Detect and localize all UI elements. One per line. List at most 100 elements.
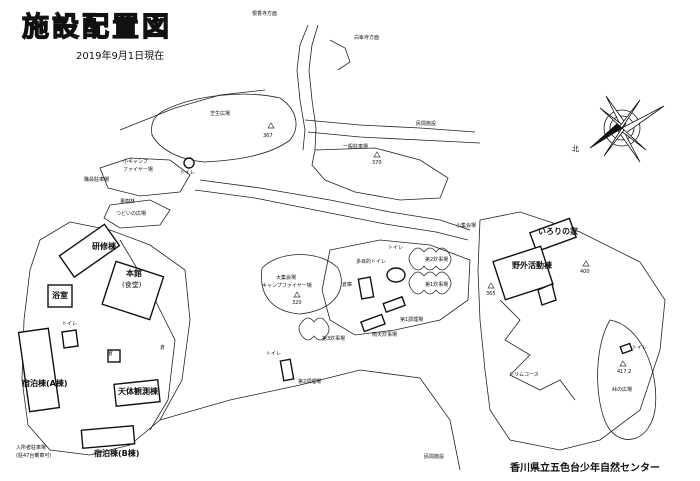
label-toilet-5: トイレ — [632, 345, 648, 351]
road-north — [296, 24, 309, 151]
label-ko2: 倉 — [160, 345, 166, 351]
compass-rose — [589, 95, 665, 163]
road-main-2 — [194, 189, 469, 241]
road-main — [199, 179, 471, 231]
label-irori: いろりの家 — [538, 227, 578, 236]
label-toilet-3: トイレ — [388, 245, 404, 251]
elevation-6: 417.2 — [617, 369, 632, 375]
peak-5 — [582, 260, 590, 267]
label-suijiba3: 第3炊事場 — [322, 336, 346, 342]
label-yokushitsu: 浴室 — [52, 291, 68, 300]
elevation-5: 400 — [580, 269, 590, 275]
bldg-shukuhaku-b-shape — [80, 425, 136, 449]
road-branch-east — [329, 39, 351, 71]
bldg-honkan-shape — [101, 260, 165, 321]
bldg-yagai-shape — [492, 245, 554, 301]
label-suijiba2: 第2炊事場 — [425, 257, 449, 263]
road-north-2 — [308, 24, 319, 151]
peak-2 — [373, 151, 381, 158]
label-shukuhaku-b: 宿泊棟(B棟) — [94, 449, 140, 458]
suijiba3-cloud — [298, 317, 330, 341]
label-entrance-parking-2: (駐47台乗車可) — [16, 453, 52, 459]
elevation-2: 370 — [372, 160, 382, 166]
label-small-camp: 小キャンプ — [123, 159, 148, 165]
peak-1 — [267, 122, 275, 129]
label-shibafu: 芝生広場 — [210, 111, 231, 117]
mine-plaza-outline — [597, 319, 657, 440]
east-ridge-outline — [477, 211, 666, 451]
label-small-camp-fire: ファイヤー場 — [123, 167, 153, 173]
peak-6 — [619, 360, 627, 367]
cooking-area-outline — [321, 239, 471, 336]
bldg-kenshu-shape — [58, 223, 121, 279]
label-honkan-sub: (食堂) — [122, 281, 142, 289]
road-east — [304, 119, 476, 133]
compass-north-label: 北 — [572, 145, 579, 153]
label-toilet-2: トイレ — [62, 321, 78, 327]
bldg-ko-shape — [107, 349, 121, 363]
suijiba1-cloud — [408, 271, 452, 295]
bldg-yokushitsu-shape — [47, 284, 73, 308]
label-ippan-parking: 一般駐車場 — [343, 144, 369, 150]
label-toilet-4: トイレ — [266, 351, 282, 357]
trim-course — [499, 299, 576, 401]
label-entrance-parking: 入所者駐車場 — [16, 445, 47, 451]
label-honkan: 本館 — [126, 269, 142, 278]
elevation-4: 365 — [486, 291, 496, 297]
road-south — [159, 369, 461, 471]
parking-outline — [311, 147, 449, 201]
label-suijiba1: 第1炊事場 — [425, 282, 449, 288]
small-camp-outline — [99, 157, 191, 197]
label-small-plaza: 小集会場 — [456, 223, 477, 229]
peak-4 — [487, 282, 495, 289]
label-yagai: 野外活動棟 — [512, 261, 552, 270]
label-minkan-1: 民間施設 — [416, 121, 437, 127]
bldg-uten-shape — [360, 313, 386, 333]
elevation-1: 367 — [263, 133, 273, 139]
central-plaza-outline — [261, 254, 342, 315]
label-orchard: 果樹林 — [120, 199, 136, 205]
bldg-yagai-2-shape — [537, 283, 557, 306]
label-mine-plaza: 峠の広場 — [612, 387, 633, 393]
label-staff-parking: 職員駐車場 — [84, 177, 110, 183]
bldg-tamokuteki-shape — [386, 267, 406, 283]
road-east-2 — [307, 131, 481, 144]
label-toilet-1: トイレ — [180, 170, 196, 176]
label-kenshu: 研修棟 — [92, 242, 116, 251]
label-daishukai: 大集会場 — [276, 275, 297, 281]
road-west — [119, 89, 266, 131]
bldg-west-toilet-shape — [61, 329, 79, 349]
label-minkan-2: 民間施設 — [424, 454, 445, 460]
bldg-chori2-shape — [279, 358, 295, 382]
tsudoi-outline — [103, 199, 171, 229]
elevation-3: 320 — [292, 300, 302, 306]
label-daishukai-2: キャンプファイヤー場 — [262, 283, 312, 289]
bldg-irori-shape — [528, 217, 578, 253]
bldg-kura-shape — [357, 276, 375, 300]
bldg-toilet-e-shape — [619, 342, 633, 355]
label-trim-course: トリムコース — [509, 372, 539, 378]
date-label: 2019年9月1日現在 — [76, 51, 165, 62]
suijiba2-cloud — [408, 247, 452, 271]
credit-line: 香川県立五色台少年自然センター — [510, 463, 660, 474]
bldg-chori1-shape — [382, 295, 407, 314]
label-tentai: 天体観測棟 — [118, 387, 158, 396]
peak-3 — [293, 291, 301, 298]
label-shiromineji: 白峯寺方面 — [354, 35, 380, 41]
bldg-tentai-shape — [113, 378, 161, 408]
label-ko: 倉 — [108, 351, 114, 357]
label-tamokuteki: 多目的トイレ — [356, 259, 387, 265]
label-shukuhaku-a: 宿泊棟(A棟) — [22, 379, 68, 388]
label-chorijo1: 第1調理場 — [400, 317, 424, 323]
label-uten: 雨天炊事場 — [372, 332, 398, 338]
label-chorijo2: 第2調理場 — [298, 379, 322, 385]
shibafu-outline — [151, 93, 297, 163]
toilet-north-shape — [183, 157, 195, 169]
label-kura: 倉庫 — [342, 282, 353, 288]
bldg-shukuhaku-a-shape — [17, 327, 61, 413]
label-tsudoi: つどいの広場 — [116, 211, 147, 217]
map-title: 施設配置図 — [21, 12, 172, 43]
label-negoroji: 根香寺方面 — [252, 11, 278, 17]
